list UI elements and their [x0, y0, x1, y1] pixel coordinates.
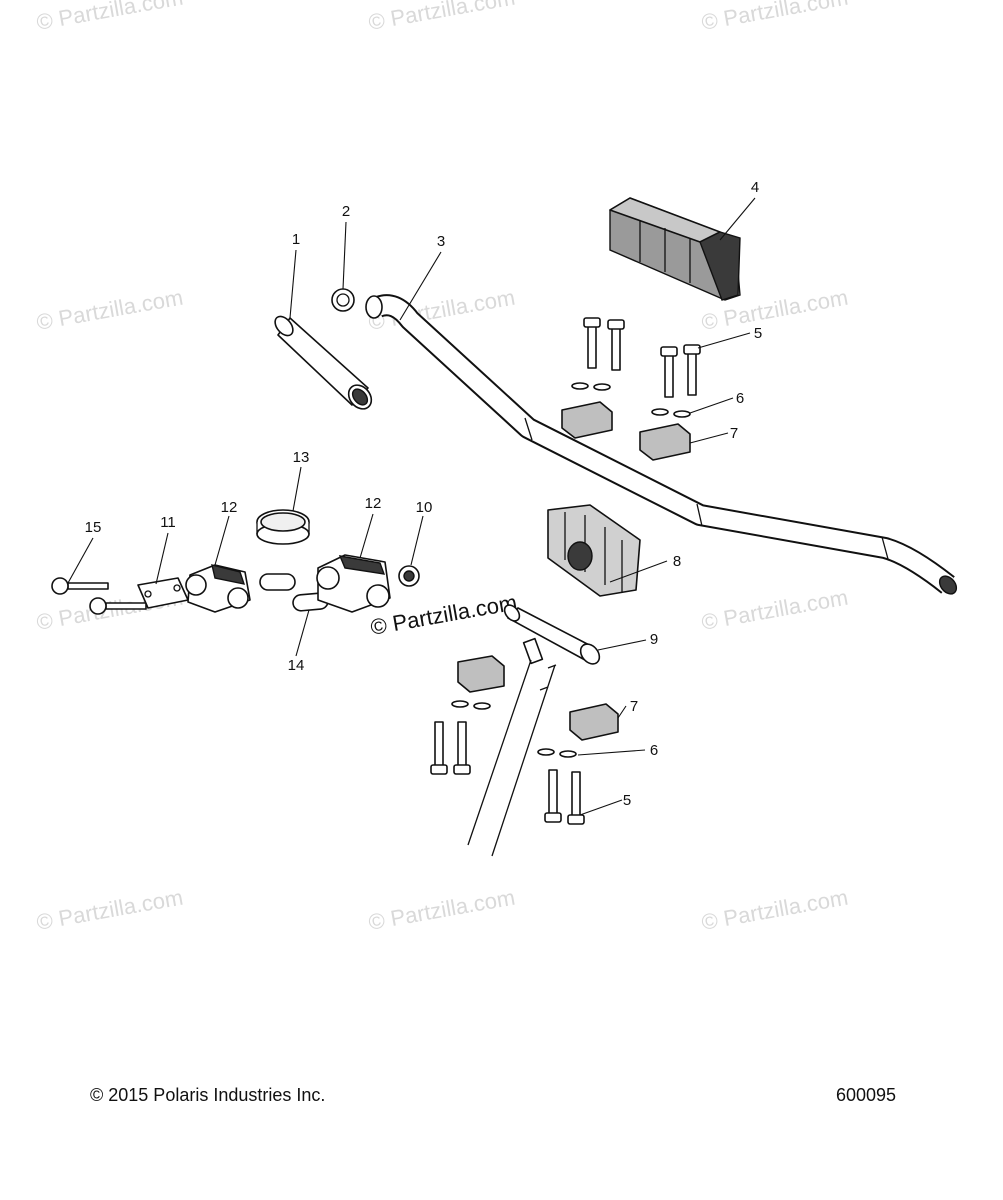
handlebar: [365, 294, 958, 595]
callout-6-lower: 6: [650, 742, 658, 759]
mount-clamp-left: [185, 564, 251, 613]
watermark-center: © Partzilla.com: [369, 590, 519, 640]
watermark: © Partzilla.com: [700, 585, 850, 635]
watermark: © Partzilla.com: [367, 0, 517, 35]
callout-2: 2: [342, 203, 350, 220]
callout-5-upper: 5: [754, 325, 762, 342]
callout-9: 9: [650, 631, 658, 648]
clamps-upper: [561, 401, 691, 461]
riser-block: [547, 504, 641, 597]
grip: [274, 315, 373, 410]
steering-post: [467, 604, 601, 857]
mount-clamp-right: [316, 554, 391, 613]
callout-7-lower: 7: [630, 698, 638, 715]
clamps-lower: [457, 655, 619, 741]
callout-5-lower: 5: [623, 792, 631, 809]
watermark: © Partzilla.com: [35, 0, 185, 35]
watermark: © Partzilla.com: [700, 885, 850, 935]
watermark: © Partzilla.com: [35, 885, 185, 935]
diagram-id: 600095: [836, 1085, 897, 1105]
callout-12-left: 12: [221, 499, 238, 516]
flange-nut: [398, 565, 420, 587]
spacer-ring: [256, 509, 310, 545]
leader-lines: [67, 197, 756, 816]
callout-10: 10: [416, 499, 433, 516]
callout-14: 14: [288, 657, 305, 674]
end-cap: [331, 288, 355, 312]
callout-4: 4: [751, 179, 759, 196]
watermark: © Partzilla.com: [35, 285, 185, 335]
callout-11: 11: [160, 514, 176, 531]
washers-upper: [571, 382, 691, 418]
washers-lower: [451, 700, 577, 758]
callout-12-right: 12: [365, 495, 382, 512]
copyright-text: © 2015 Polaris Industries Inc.: [90, 1085, 326, 1105]
callout-3: 3: [437, 233, 445, 250]
callout-labels: 1 2 3 4 5 6 7 8 9 7 6 5 10 11 12 12 13 1…: [85, 179, 763, 809]
callout-6-upper: 6: [736, 390, 744, 407]
clamp-cover: [609, 197, 741, 301]
callout-15: 15: [85, 519, 102, 536]
bolts-lower: [430, 721, 585, 825]
watermark: © Partzilla.com: [367, 885, 517, 935]
watermark: © Partzilla.com: [700, 0, 850, 35]
watermarks: © Partzilla.com © Partzilla.com © Partzi…: [35, 0, 850, 935]
callout-13: 13: [293, 449, 310, 466]
bolts-upper: [583, 317, 701, 398]
callout-8: 8: [673, 553, 681, 570]
long-bolts: [51, 577, 147, 615]
callout-1: 1: [292, 231, 300, 248]
callout-7-upper: 7: [730, 425, 738, 442]
